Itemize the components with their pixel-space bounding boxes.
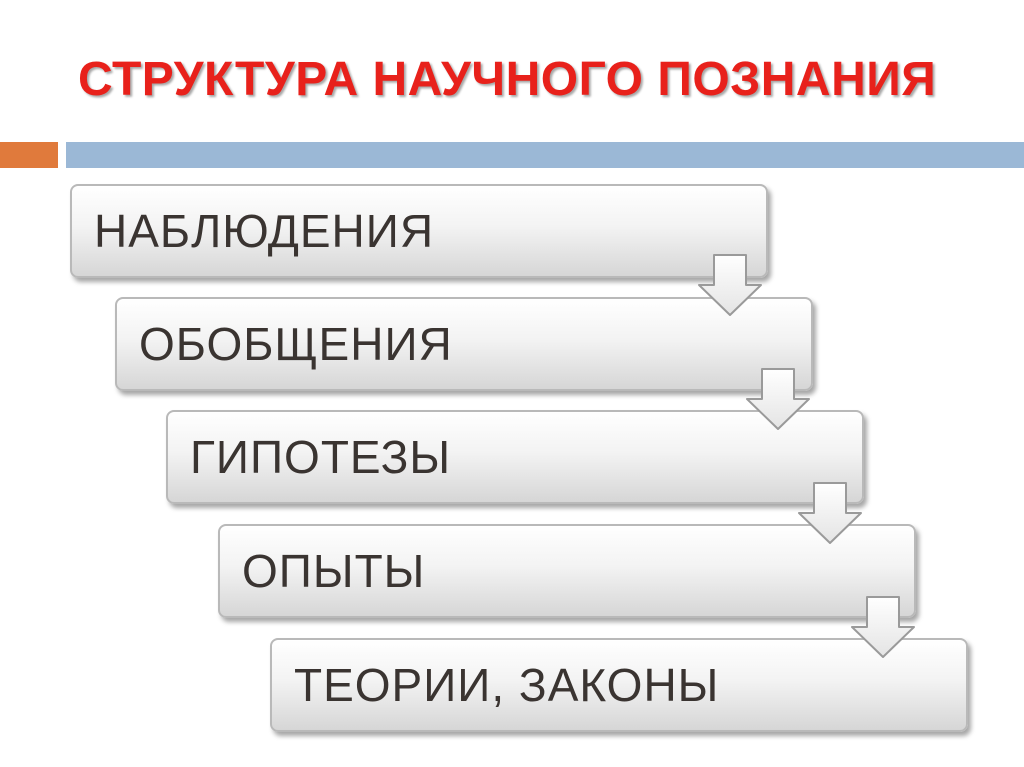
accent-bar-orange: [0, 142, 58, 168]
step-label: НАБЛЮДЕНИЯ: [94, 205, 435, 257]
down-arrow-icon: [746, 368, 810, 430]
step-label: ОБОБЩЕНИЯ: [139, 318, 453, 370]
accent-bar-blue: [66, 142, 1024, 168]
down-arrow-icon: [698, 254, 762, 316]
step-observations: НАБЛЮДЕНИЯ: [70, 184, 768, 278]
step-theories-laws: ТЕОРИИ, ЗАКОНЫ: [270, 638, 968, 732]
down-arrow-icon: [851, 596, 915, 658]
step-generalizations: ОБОБЩЕНИЯ: [115, 297, 813, 391]
down-arrow-icon: [798, 482, 862, 544]
step-label: ОПЫТЫ: [242, 545, 426, 597]
step-label: ГИПОТЕЗЫ: [190, 431, 452, 483]
step-hypotheses: ГИПОТЕЗЫ: [166, 410, 864, 504]
step-label: ТЕОРИИ, ЗАКОНЫ: [294, 659, 720, 711]
step-experiments: ОПЫТЫ: [218, 524, 916, 618]
slide-title: СТРУКТУРА НАУЧНОГО ПОЗНАНИЯ: [78, 53, 937, 106]
